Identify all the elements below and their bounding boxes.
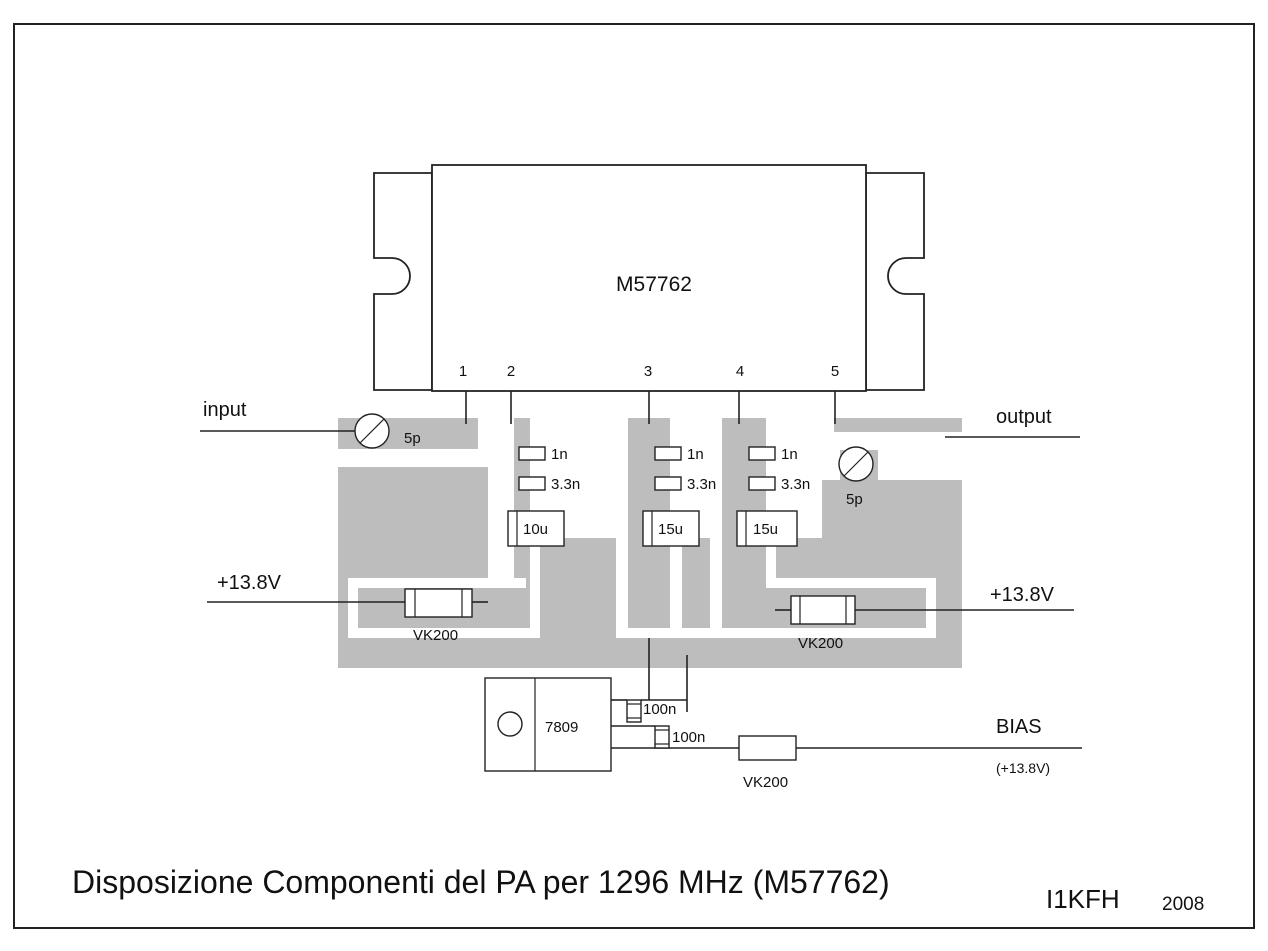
supply-right-label: +13.8V	[990, 584, 1055, 606]
regulator-name: 7809	[545, 719, 578, 736]
ic-package: M57762 1 2 3 4 5	[373, 164, 925, 392]
choke-right-label: VK200	[798, 635, 843, 652]
bias-network: 100n 100n VK200 BIAS (+13.8V)	[611, 638, 1082, 791]
cap-1n-a: 1n	[551, 446, 568, 463]
cap-3n3-group: 3.3n 3.3n 3.3n	[518, 476, 810, 493]
cap-1n-b: 1n	[687, 446, 704, 463]
footer: Disposizione Componenti del PA per 1296 …	[72, 864, 1204, 915]
cap-100n-a: 100n	[643, 701, 676, 718]
footer-author: I1KFH	[1046, 884, 1120, 914]
tantalum-a: 10u	[523, 521, 548, 538]
choke-bias-label: VK200	[743, 774, 788, 791]
choke-left-label: VK200	[413, 627, 458, 644]
rf-lines: input output	[200, 399, 1080, 438]
cap-3n3-b: 3.3n	[687, 476, 716, 493]
output-label: output	[996, 406, 1052, 428]
cap-1n-c: 1n	[781, 446, 798, 463]
bias-voltage-label: (+13.8V)	[996, 760, 1050, 776]
pcb-board	[338, 418, 962, 668]
ic-pin-4: 4	[736, 363, 744, 380]
footer-year: 2008	[1162, 894, 1204, 915]
tantalum-c: 15u	[753, 521, 778, 538]
supply-right: +13.8V VK200	[775, 584, 1074, 652]
ic-pin-1: 1	[459, 363, 467, 380]
ic-pin-3: 3	[644, 363, 652, 380]
cap-1n-group: 1n 1n 1n	[518, 446, 798, 463]
supply-left: +13.8V VK200	[207, 572, 488, 644]
input-label: input	[203, 399, 247, 421]
regulator: 7809	[484, 677, 612, 772]
tantalum-caps: 10u 15u 15u	[507, 510, 798, 547]
trimmer-output: 5p	[838, 446, 874, 508]
ic-pin-5: 5	[831, 363, 839, 380]
cap-3n3-a: 3.3n	[551, 476, 580, 493]
trimmer-input-label: 5p	[404, 430, 421, 447]
ic-pin-2: 2	[507, 363, 515, 380]
ic-name: M57762	[616, 273, 692, 296]
pin-leads	[465, 391, 836, 424]
trimmer-input: 5p	[354, 413, 421, 449]
cap-100n-b: 100n	[672, 729, 705, 746]
trimmer-output-label: 5p	[846, 491, 863, 508]
tantalum-b: 15u	[658, 521, 683, 538]
footer-title: Disposizione Componenti del PA per 1296 …	[72, 864, 890, 900]
supply-left-label: +13.8V	[217, 572, 282, 594]
page-frame	[13, 23, 1255, 929]
cap-3n3-c: 3.3n	[781, 476, 810, 493]
bias-label: BIAS	[996, 716, 1042, 738]
